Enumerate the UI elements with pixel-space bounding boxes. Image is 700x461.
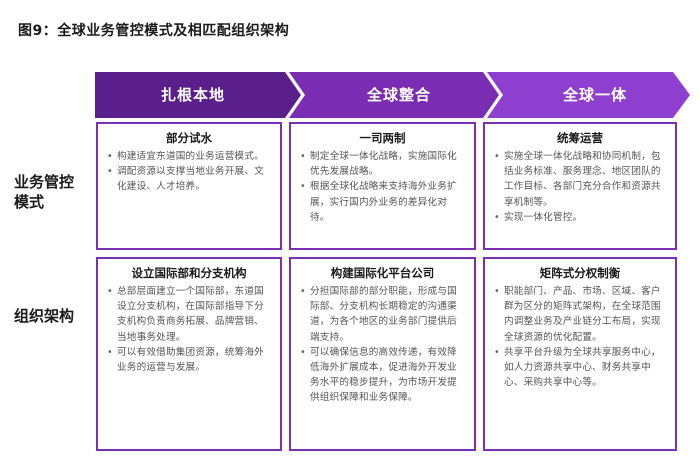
row-label-organization: 组织架构 [14,306,74,326]
row-label-line: 组织架构 [14,307,75,325]
cell-management-local: 部分试水 构建适宜东道国的业务运营模式。 调配资源以支撑当地业务开展、文化建设、… [96,122,282,250]
column-label-local: 扎根本地 [160,86,225,104]
column-label-unified: 全球一体 [562,86,627,104]
bullet-item: 总部层面建立一个国际部，东道国设立分支机构，在国际部指导下分支机构负责商务拓展、… [106,284,272,345]
cell-title: 一司两制 [359,131,406,145]
bullet-item: 共享平台升级为全球共享服务中心，如人力资源共享中心、财务共享中心、采购共享中心等… [493,345,667,391]
stage-arrow-2 [289,72,499,118]
row-label-line: 业务管控 [14,173,75,191]
cell-title: 设立国际部和分支机构 [131,266,247,280]
bullet-item: 实施全球一体化战略和协同机制，包括业务标准、服务理念、地区团队的工作目标、各部门… [493,149,667,210]
bullet-item: 根据全球化战略来支持海外业务扩展，实行国内外业务的差异化对待。 [299,179,466,225]
cell-management-unified: 统筹运营 实施全球一体化战略和协同机制，包括业务标准、服务理念、地区团队的工作目… [483,122,677,250]
cell-title: 矩阵式分权制衡 [539,266,621,280]
bullet-item: 可以有效借助集团资源，统筹海外业务的运营与发展。 [106,345,272,375]
cell-title: 部分试水 [166,131,212,145]
bullet-item: 可以确保信息的高效传递，有效降低海外扩展成本，促进海外开发业务水平的稳步提升，为… [299,345,466,406]
stage-arrow-3 [487,72,690,118]
bullet-item: 调配资源以支撑当地业务开展、文化建设、人才培养。 [106,164,272,194]
bullet-item: 构建适宜东道国的业务运营模式。 [106,149,272,164]
column-label-integration: 全球整合 [366,86,431,104]
bullet-item: 分担国际部的部分职能，形成与国际部、分支机构长期稳定的沟通渠道，为各个地区的业务… [299,284,466,345]
cell-management-integration: 一司两制 制定全球一体化战略，实施国际化优先发展战略。 根据全球化战略来支持海外… [289,122,476,250]
cell-organization-integration: 构建国际化平台公司 分担国际部的部分职能，形成与国际部、分支机构长期稳定的沟通渠… [289,257,476,451]
cell-organization-local: 设立国际部和分支机构 总部层面建立一个国际部，东道国设立分支机构，在国际部指导下… [96,257,282,451]
bullet-item: 职能部门、产品、市场、区域、客户群为区分的矩阵式架构，在全球范围内调整业务及产业… [493,284,667,345]
stage-arrows [95,72,690,118]
cell-organization-unified: 矩阵式分权制衡 职能部门、产品、市场、区域、客户群为区分的矩阵式架构，在全球范围… [483,257,677,451]
row-label-line: 模式 [14,193,45,211]
stage-arrow-1 [95,72,301,118]
cell-title: 统筹运营 [557,131,603,145]
cell-title: 构建国际化平台公司 [330,266,435,280]
figure-title: 图9：全球业务管控模式及相匹配组织架构 [18,23,290,39]
bullet-item: 制定全球一体化战略，实施国际化优先发展战略。 [299,149,466,179]
row-label-management: 业务管控 模式 [14,172,74,212]
bullet-item: 实现一体化管控。 [493,210,667,225]
